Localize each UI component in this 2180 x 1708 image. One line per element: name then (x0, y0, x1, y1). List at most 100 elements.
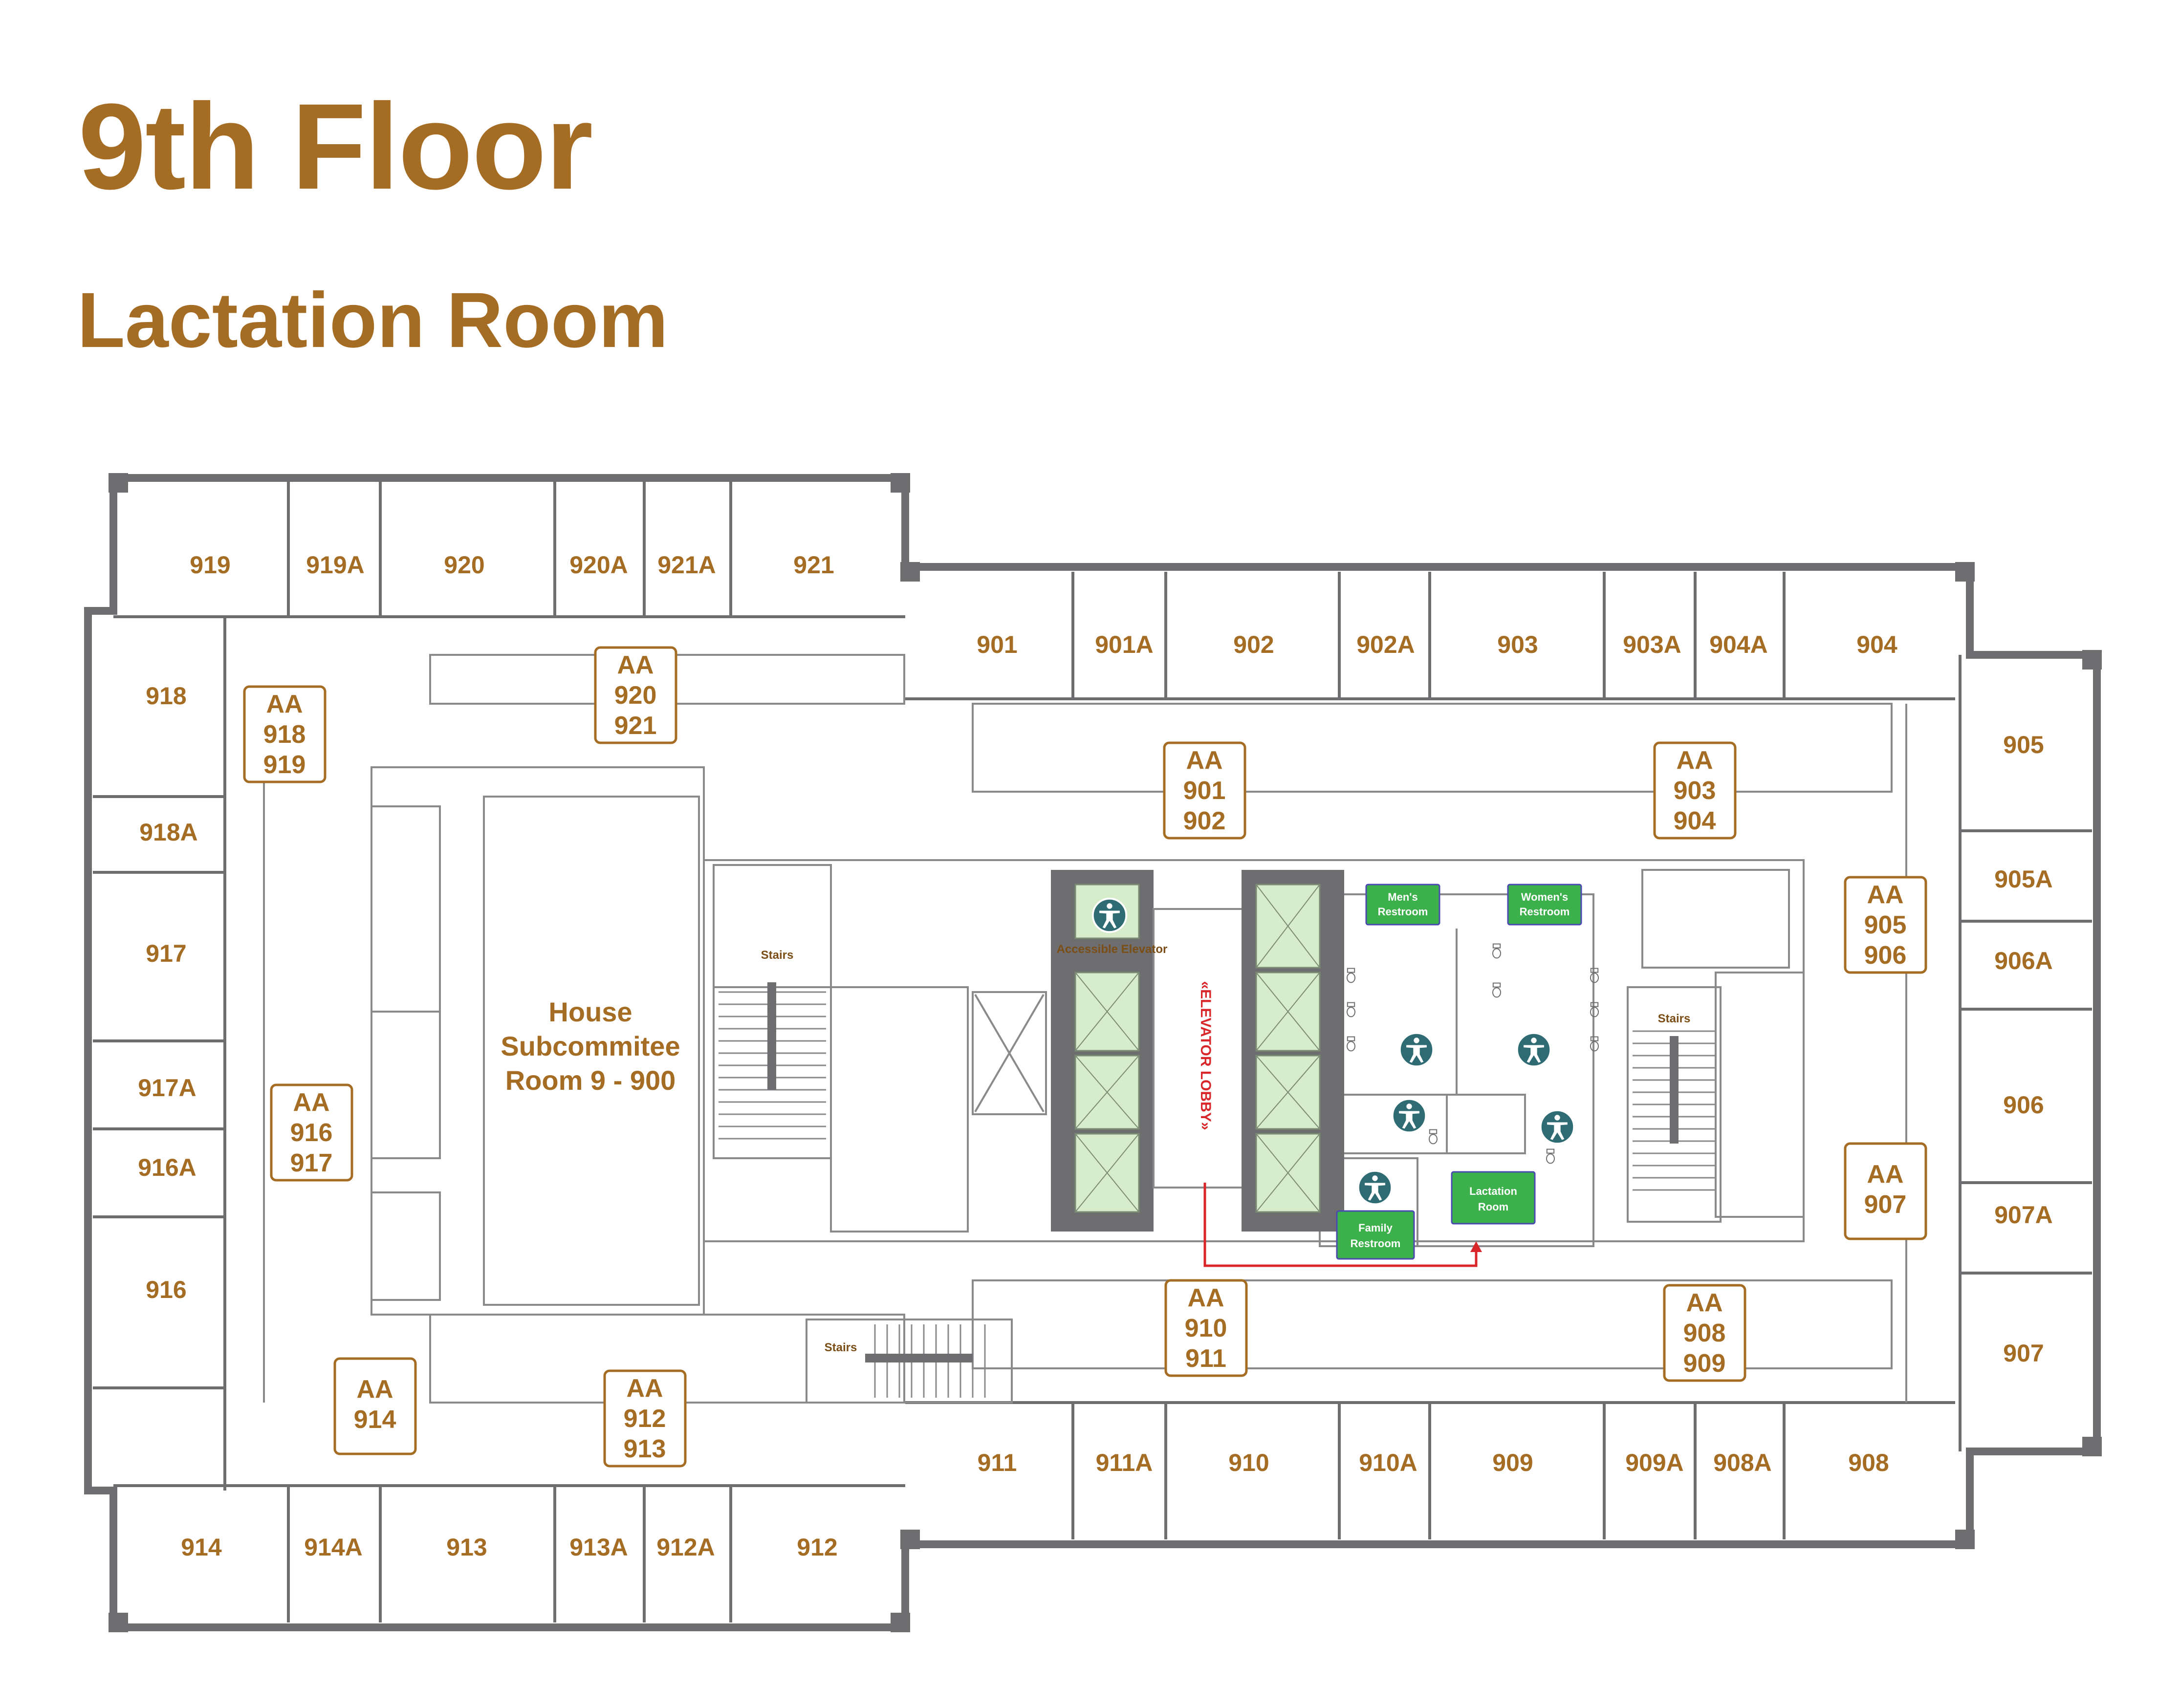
aa-box-903 (1653, 741, 1737, 840)
room-label: 918A (139, 819, 198, 846)
accessible-person-icon (1357, 1169, 1393, 1206)
aa-box-910 (1164, 1279, 1248, 1377)
aa-912-line3: 913 (624, 1435, 666, 1463)
stairs-label-right: Stairs (1658, 1012, 1691, 1025)
aa-907-line1: AA (1867, 1160, 1903, 1189)
room-label: 918 (146, 682, 186, 710)
room-label: 907A (1994, 1201, 2053, 1229)
aa-box-920 (594, 646, 677, 744)
room-label: 910A (1359, 1449, 1417, 1476)
womens-restroom-sign (1507, 884, 1582, 926)
mens-restroom-line2: Restroom (1378, 906, 1428, 918)
room-label: 901 (977, 631, 1017, 658)
aa-918-line2: 918 (263, 720, 306, 749)
room-label: 905A (1994, 865, 2053, 893)
aa-901-line1: AA (1186, 746, 1222, 775)
aa-901-line2: 901 (1183, 777, 1226, 805)
accessible-person-icon (1516, 1032, 1552, 1068)
room-label: 919 (190, 551, 230, 579)
accessible-person-icon (1391, 1098, 1427, 1134)
accessible-person-icon (1398, 1032, 1435, 1068)
room-label: 912 (797, 1534, 837, 1561)
aa-905-line3: 906 (1864, 941, 1907, 970)
accessible-elevator-label: Accessible Elevator (1057, 943, 1168, 956)
route-arrow (1470, 1241, 1482, 1252)
room-label: 909A (1625, 1449, 1684, 1476)
aa-912-line2: 912 (624, 1405, 666, 1433)
room-label: 903A (1623, 631, 1681, 658)
aa-918-line1: AA (266, 690, 303, 718)
aa-912-line1: AA (626, 1374, 663, 1403)
room-label: 904 (1856, 631, 1897, 658)
lactation-room-line2: Room (1478, 1201, 1508, 1213)
room-label: 904A (1709, 631, 1768, 658)
aa-903-line3: 904 (1674, 807, 1716, 835)
room-label: 916A (138, 1154, 196, 1181)
page-subtitle: Lactation Room (77, 276, 668, 364)
aa-918-line3: 919 (263, 751, 306, 779)
aa-box-918 (243, 685, 327, 783)
room-label: 901A (1095, 631, 1154, 658)
family-restroom-sign (1336, 1210, 1415, 1260)
room-label: 908 (1848, 1449, 1889, 1476)
aa-914-line2: 914 (354, 1405, 396, 1434)
aa-905-line2: 905 (1864, 911, 1907, 939)
room-label: 917 (146, 940, 186, 967)
room-label: 921A (657, 551, 716, 579)
room-label: 906A (1994, 947, 2053, 974)
room-label: 907 (2003, 1340, 2044, 1367)
room-label: 902 (1233, 631, 1274, 658)
aa-910-line3: 911 (1185, 1344, 1226, 1373)
aa-box-914 (333, 1357, 417, 1455)
aa-box-916 (270, 1083, 353, 1182)
aa-903-line2: 903 (1674, 777, 1716, 805)
room-label: 920 (444, 551, 484, 579)
accessible-person-icon (1539, 1109, 1575, 1145)
aa-905-line1: AA (1867, 881, 1903, 909)
room-label: 914 (181, 1534, 222, 1561)
elevator-lobby-label: «ELEVATOR LOBBY» (1198, 981, 1214, 1130)
room-label: 911A (1096, 1449, 1153, 1476)
room-label: 910 (1228, 1449, 1269, 1476)
room-label: 911 (978, 1449, 1017, 1476)
aa-903-line1: AA (1676, 746, 1713, 775)
family-restroom-line1: Family (1358, 1222, 1393, 1234)
aa-box-901 (1163, 741, 1246, 840)
aa-916-line1: AA (293, 1088, 329, 1117)
lactation-room-sign (1451, 1171, 1536, 1225)
aa-910-line2: 910 (1185, 1314, 1227, 1342)
room-label: 908A (1713, 1449, 1772, 1476)
room-label: 913A (569, 1534, 628, 1561)
aa-916-line2: 916 (290, 1119, 333, 1147)
womens-restroom-line2: Restroom (1520, 906, 1570, 918)
elevator-banks (1051, 870, 1344, 1232)
interior-walls (93, 481, 2092, 1622)
aa-910-line1: AA (1187, 1284, 1224, 1312)
family-restroom-line2: Restroom (1351, 1237, 1401, 1250)
aa-box-912 (603, 1369, 687, 1468)
room-label: 921 (793, 551, 834, 579)
room-label: 913 (446, 1534, 487, 1561)
aa-908-line3: 909 (1683, 1349, 1726, 1378)
lactation-room-line1: Lactation (1469, 1185, 1517, 1197)
aa-908-line1: AA (1686, 1289, 1722, 1317)
house-label-line2: Subcommitee (501, 1031, 680, 1061)
route-line (1203, 1183, 1478, 1267)
room-label: 914A (304, 1534, 363, 1561)
mens-restroom-line1: Men's (1388, 891, 1417, 903)
accessible-person-icon (1091, 897, 1128, 933)
aa-916-line3: 917 (290, 1149, 333, 1177)
aa-901-line3: 902 (1183, 807, 1226, 835)
house-label-line3: Room 9 - 900 (505, 1065, 676, 1096)
stairs-label-left: Stairs (761, 949, 794, 962)
building-outline (84, 473, 2102, 1632)
stairs-label-bottom: Stairs (825, 1341, 857, 1354)
room-label: 902A (1356, 631, 1415, 658)
womens-restroom-line1: Women's (1521, 891, 1569, 903)
room-label: 906 (2003, 1091, 2044, 1119)
page-title: 9th Floor (78, 78, 593, 215)
aa-907-line2: 907 (1864, 1190, 1907, 1219)
mens-restroom-sign (1365, 884, 1440, 926)
room-label: 917A (138, 1074, 196, 1102)
aa-box-908 (1663, 1284, 1746, 1382)
